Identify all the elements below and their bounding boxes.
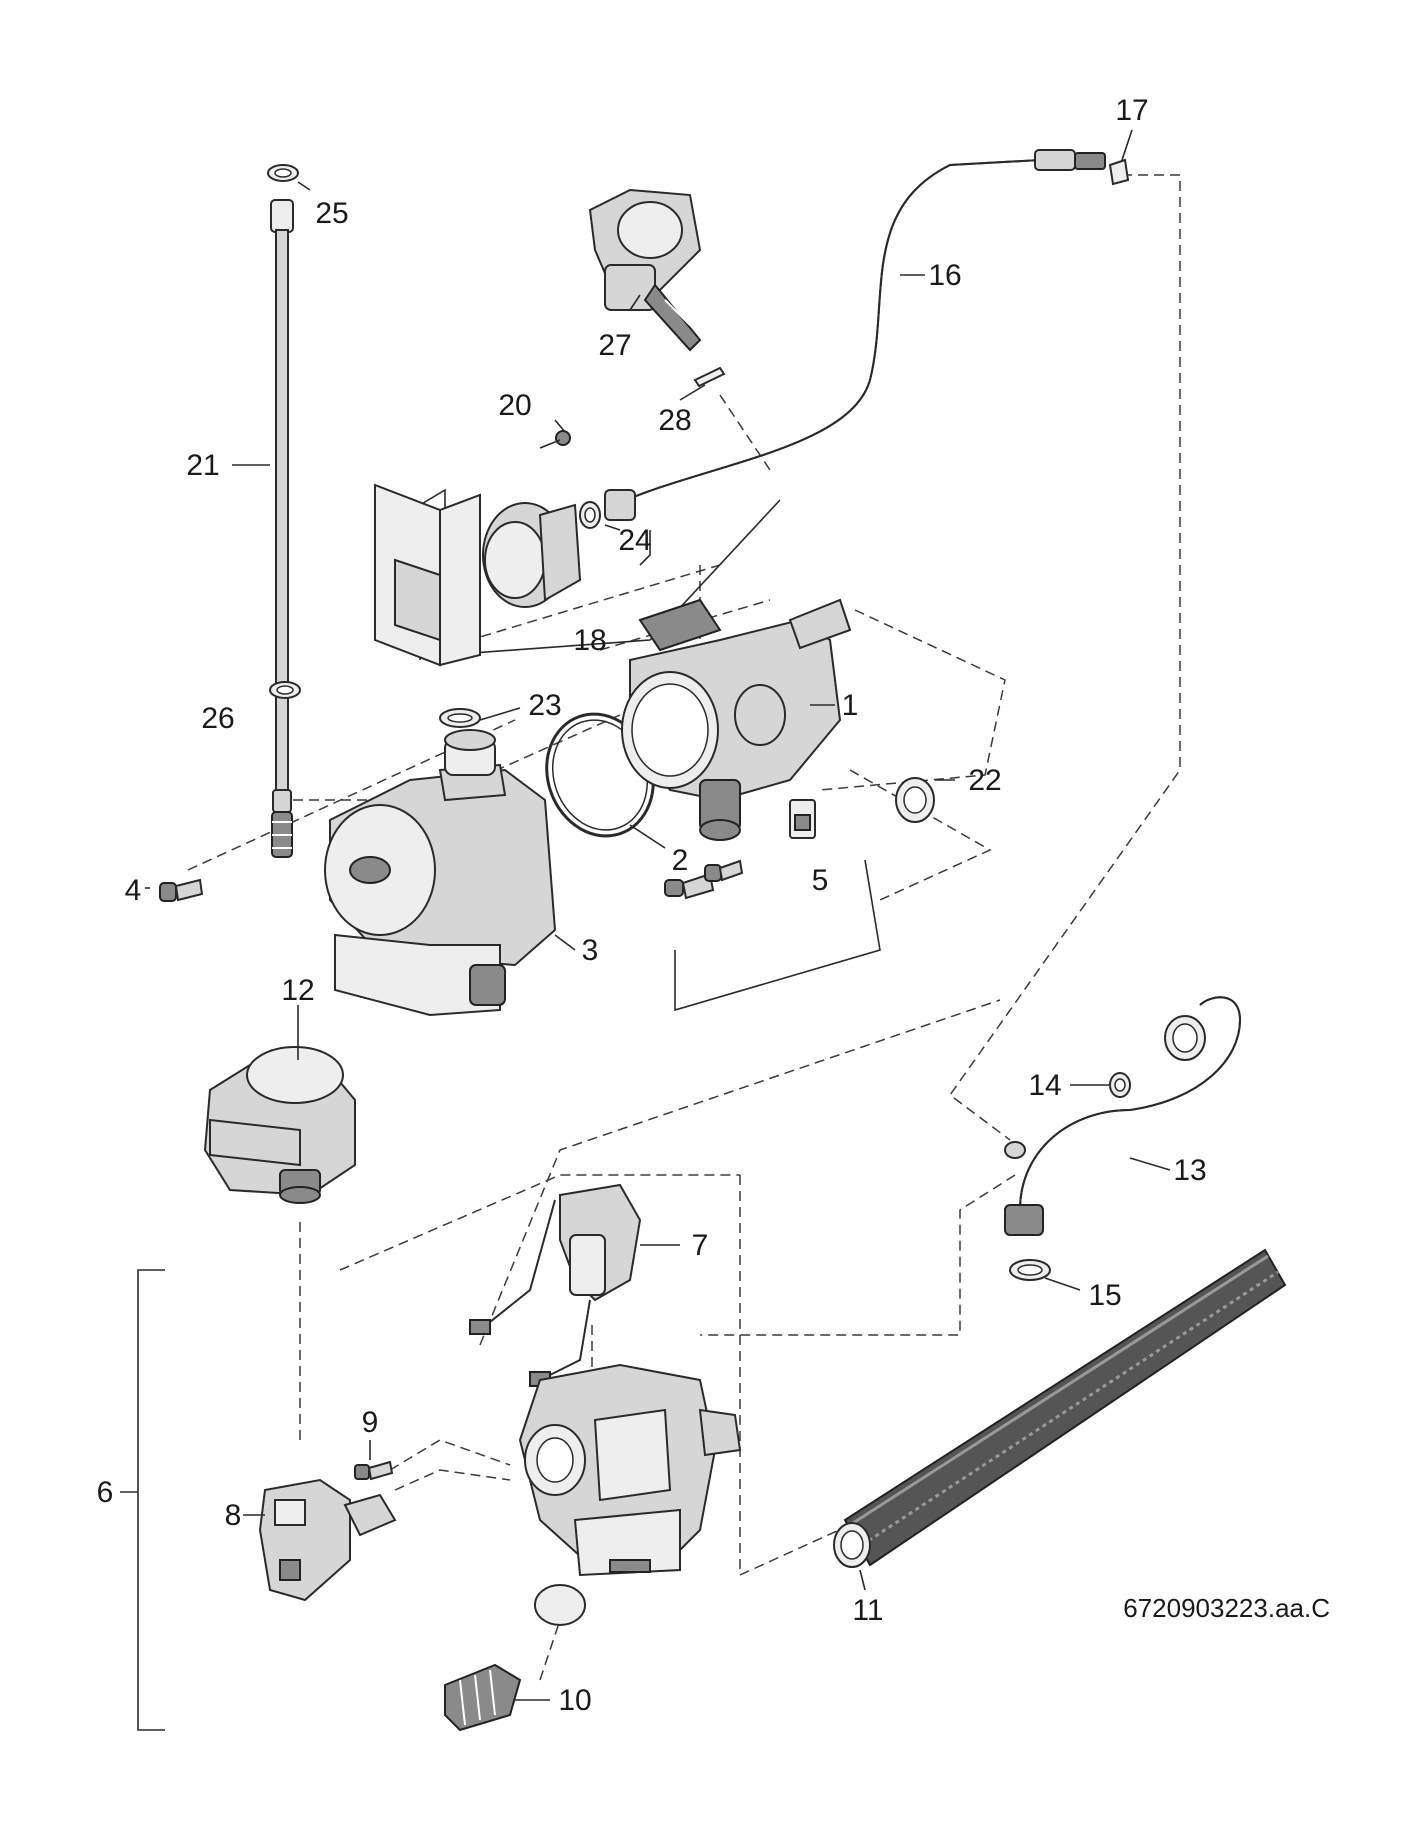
part-7-sensor bbox=[469, 1183, 642, 1387]
callout-15: 15 bbox=[1088, 1279, 1121, 1312]
part-13-bent-pipe bbox=[1004, 996, 1242, 1236]
part-18-cartridge bbox=[482, 502, 582, 608]
part-24-oring bbox=[579, 501, 601, 529]
callout-10: 10 bbox=[558, 1684, 591, 1717]
part-27-actuator bbox=[588, 188, 702, 352]
part-clip-near-5 bbox=[789, 799, 816, 839]
part-15-washer bbox=[1009, 1259, 1051, 1281]
callout-6: 6 bbox=[97, 1476, 114, 1509]
callout-4: 4 bbox=[125, 874, 142, 907]
part-valve-body bbox=[518, 1363, 742, 1577]
part-25-washer bbox=[267, 164, 299, 182]
callout-labels: 17 25 16 27 20 28 21 24 18 1 26 23 22 2 … bbox=[97, 94, 1207, 1717]
part-14-oring bbox=[1109, 1072, 1131, 1098]
part-18-plate bbox=[374, 483, 481, 667]
callout-2: 2 bbox=[672, 844, 689, 877]
callout-20: 20 bbox=[498, 389, 531, 422]
part-17-clip bbox=[1108, 158, 1130, 186]
callout-21: 21 bbox=[186, 449, 219, 482]
part-4-screw bbox=[159, 878, 204, 902]
callout-11: 11 bbox=[852, 1594, 883, 1627]
callout-7: 7 bbox=[692, 1229, 709, 1262]
bracket-6 bbox=[137, 1269, 165, 1731]
callout-3: 3 bbox=[582, 934, 599, 967]
callout-16: 16 bbox=[928, 259, 961, 292]
callout-18: 18 bbox=[573, 624, 606, 657]
part-10-fitting bbox=[444, 1584, 586, 1732]
callout-12: 12 bbox=[281, 974, 314, 1007]
document-id: 6720903223.aa.C bbox=[1123, 1593, 1330, 1623]
part-12-actuator bbox=[203, 1046, 356, 1204]
part-11-braided-hose bbox=[833, 1248, 1287, 1568]
callout-24: 24 bbox=[618, 524, 651, 557]
part-23-oring bbox=[439, 708, 481, 728]
callout-8: 8 bbox=[225, 1499, 242, 1532]
callout-9: 9 bbox=[362, 1406, 379, 1439]
bracket-5 bbox=[674, 859, 881, 1012]
part-1-pump-housing bbox=[621, 598, 852, 841]
part-26-washer bbox=[269, 681, 301, 699]
part-5-screws bbox=[664, 859, 744, 900]
callout-22: 22 bbox=[968, 764, 1001, 797]
part-8-bracket bbox=[258, 1478, 397, 1602]
part-21-pipe bbox=[270, 199, 294, 858]
callout-14: 14 bbox=[1028, 1069, 1061, 1102]
callout-26: 26 bbox=[201, 702, 234, 735]
part-16-hose bbox=[604, 149, 1106, 521]
callout-13: 13 bbox=[1173, 1154, 1206, 1187]
leader-lines bbox=[145, 129, 1171, 1701]
callout-23: 23 bbox=[528, 689, 561, 722]
callout-17: 17 bbox=[1115, 94, 1148, 127]
callout-25: 25 bbox=[315, 197, 348, 230]
callout-27: 27 bbox=[598, 329, 631, 362]
part-9-screw bbox=[354, 1460, 394, 1481]
part-3-pump-motor bbox=[324, 729, 557, 1017]
part-28-pin bbox=[693, 366, 726, 388]
callout-5: 5 bbox=[812, 864, 829, 897]
part-22-oring bbox=[895, 777, 935, 823]
callout-1: 1 bbox=[842, 689, 859, 722]
callout-28: 28 bbox=[658, 404, 691, 437]
part-20-screw bbox=[539, 430, 571, 449]
